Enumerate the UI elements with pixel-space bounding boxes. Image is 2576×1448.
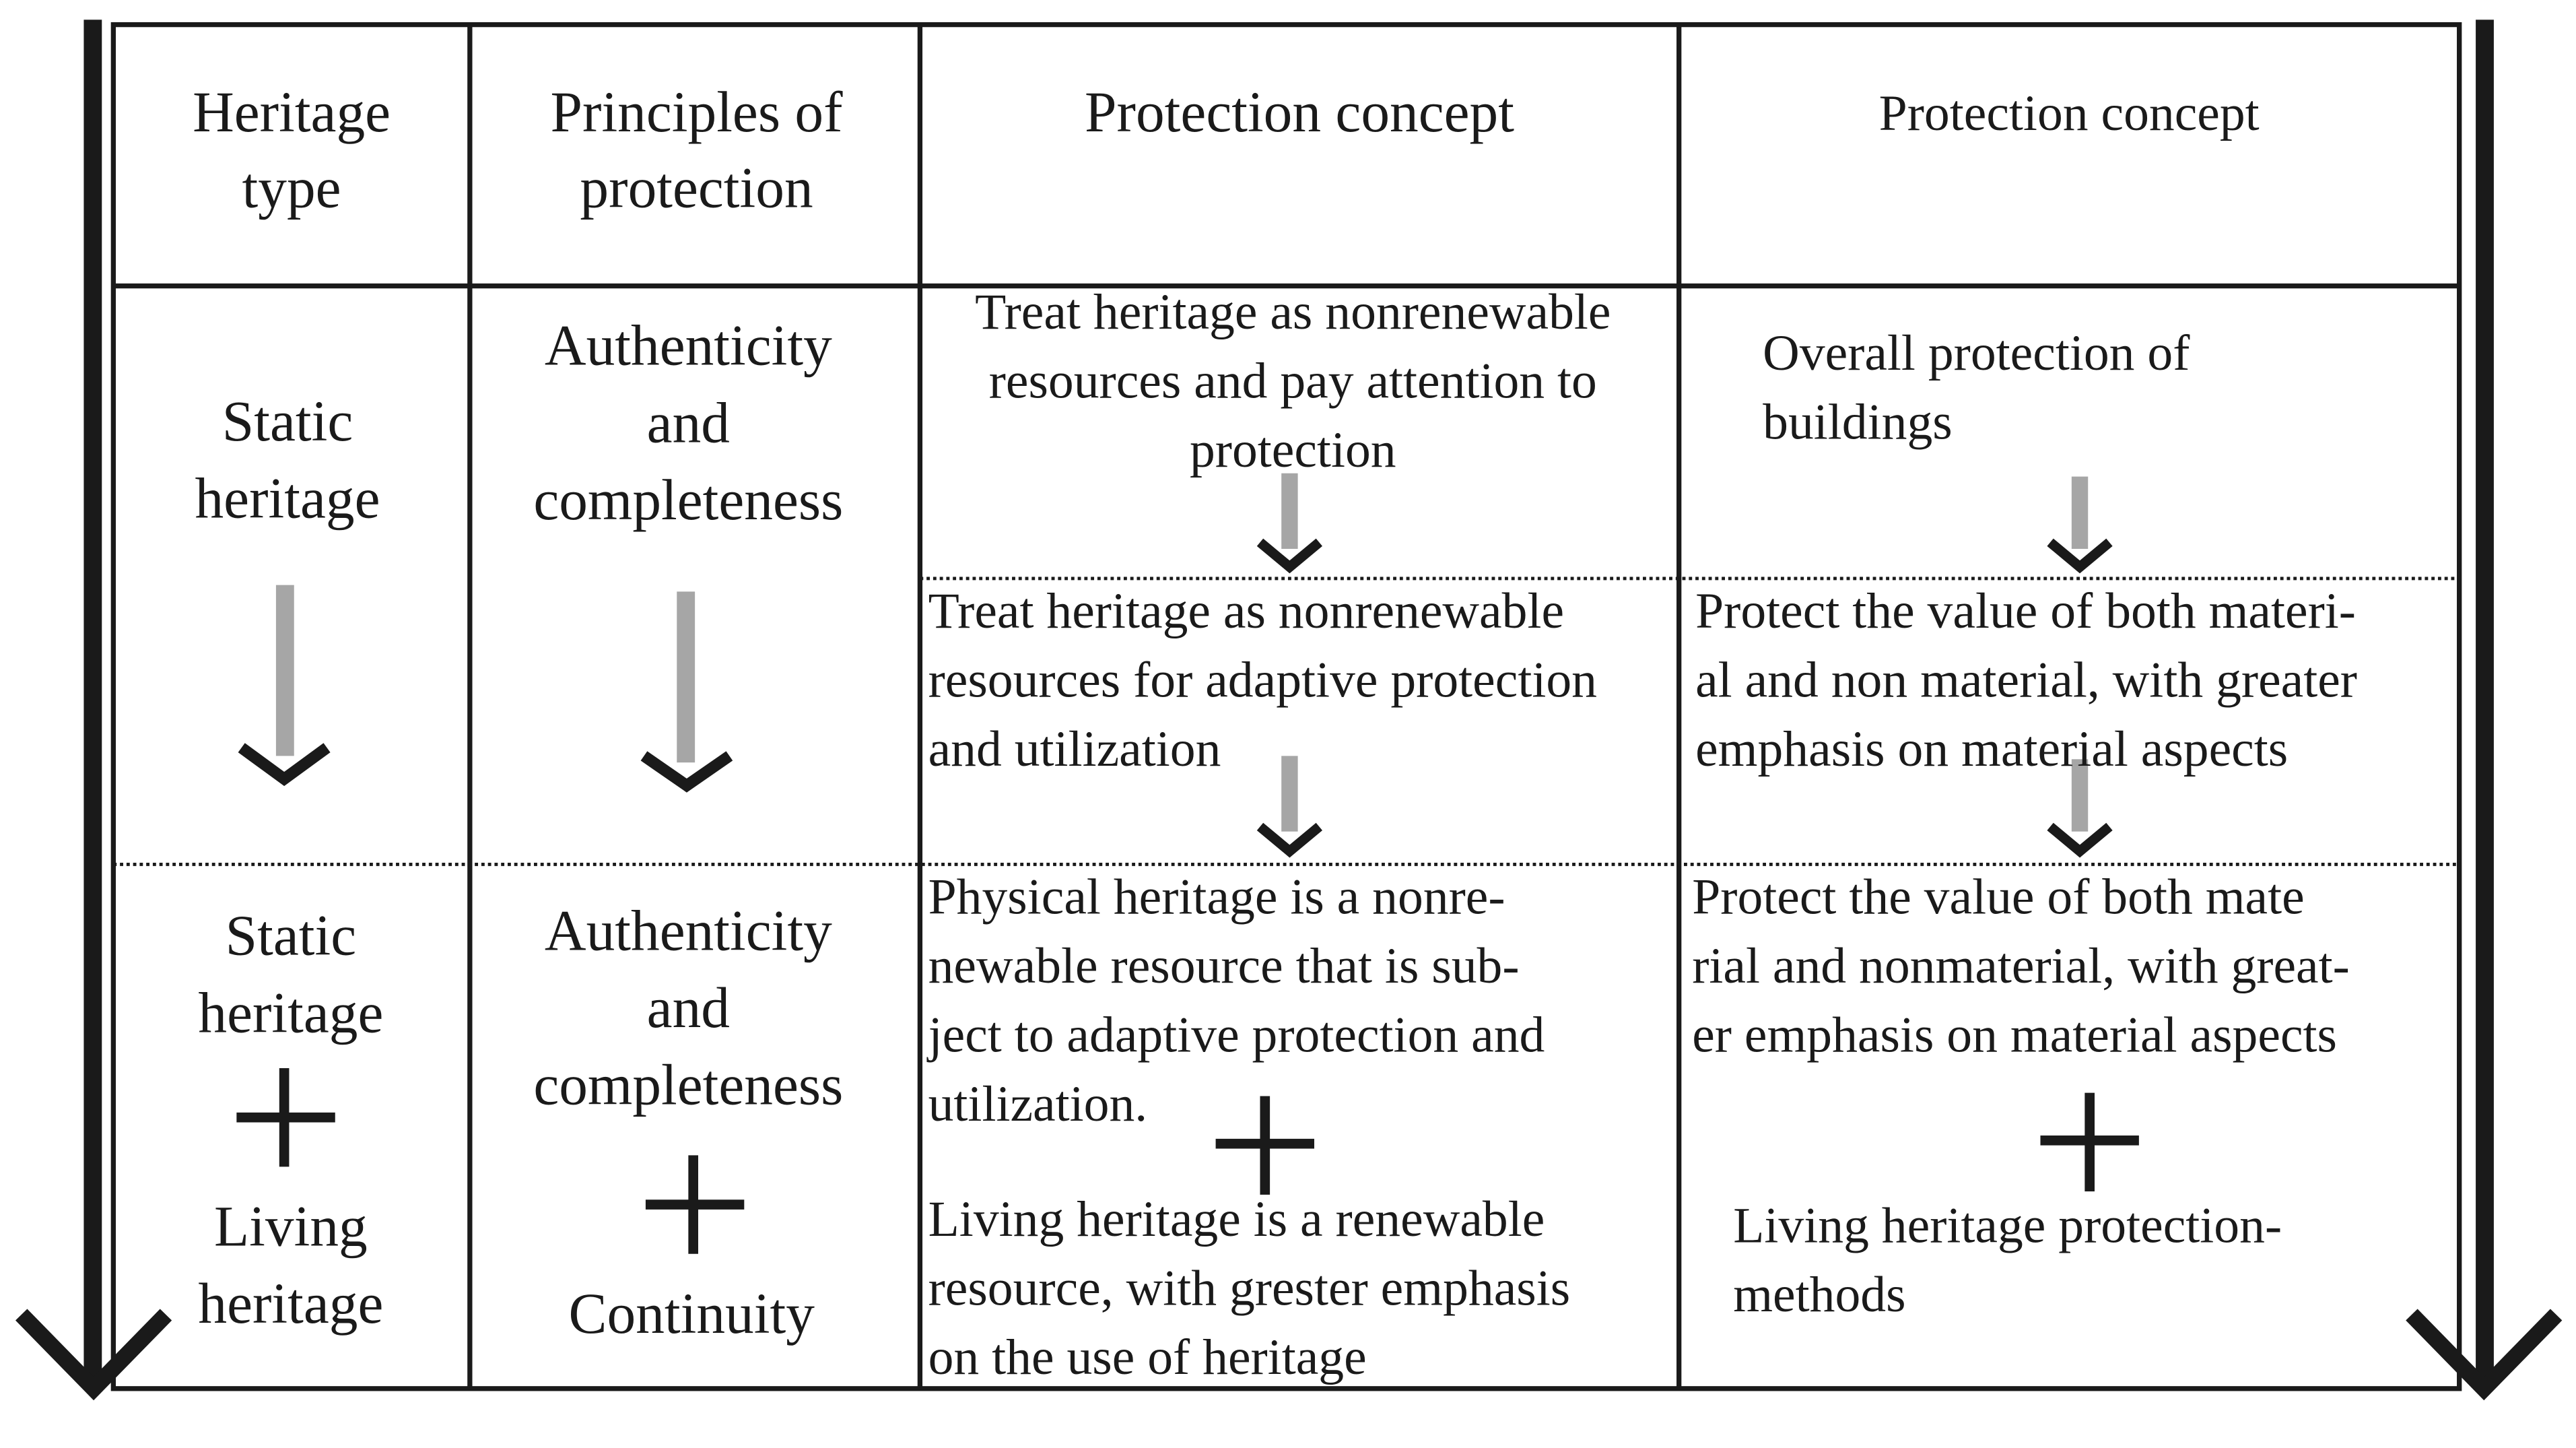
plus-icon (1215, 1096, 1315, 1195)
concept-b-stage-3-living: Living heritage protection- methods (1733, 1196, 2282, 1323)
header-heritage-type: Heritage type (193, 80, 391, 220)
table-grid (110, 22, 2462, 1391)
heritage-type-static: Static heritage (195, 389, 380, 531)
heritage-type-static-lower: Static heritage (198, 904, 384, 1045)
down-arrow-icon (2047, 759, 2113, 858)
header-protection-concept-a: Protection concept (1085, 80, 1514, 145)
concept-b-stage-3-material: Protect the value of both mate rial and … (1692, 867, 2350, 1063)
concept-a-stage-1: Treat heritage as nonrenewable resources… (975, 282, 1611, 479)
down-arrow-icon (1256, 756, 1323, 858)
plus-icon (236, 1068, 335, 1167)
down-arrow-icon (238, 585, 331, 787)
principle-continuity: Continuity (568, 1282, 815, 1346)
concept-b-stage-2: Protect the value of both materi- al and… (1695, 581, 2358, 778)
principle-authenticity-lower: Authenticity and completeness (533, 898, 844, 1118)
concept-a-stage-2: Treat heritage as nonrenewable resources… (928, 581, 1598, 778)
left-timeline-arrow (15, 20, 172, 1401)
right-timeline-arrow (2406, 20, 2563, 1401)
down-arrow-icon (640, 591, 733, 793)
heritage-type-living: Living heritage (198, 1194, 384, 1336)
header-principles: Principles of protection (550, 80, 843, 220)
plus-icon (2040, 1092, 2139, 1192)
concept-a-stage-3-living: Living heritage is a renewable resource,… (928, 1189, 1571, 1385)
down-arrow-icon (2047, 476, 2113, 574)
concept-b-stage-1: Overall protection of buildings (1763, 323, 2190, 451)
principle-authenticity: Authenticity and completeness (533, 314, 844, 533)
plus-icon (645, 1155, 745, 1254)
down-arrow-icon (1256, 473, 1323, 574)
concept-a-stage-3-physical: Physical heritage is a nonre- newable re… (928, 867, 1545, 1133)
header-protection-concept-b: Protection concept (1878, 84, 2260, 141)
